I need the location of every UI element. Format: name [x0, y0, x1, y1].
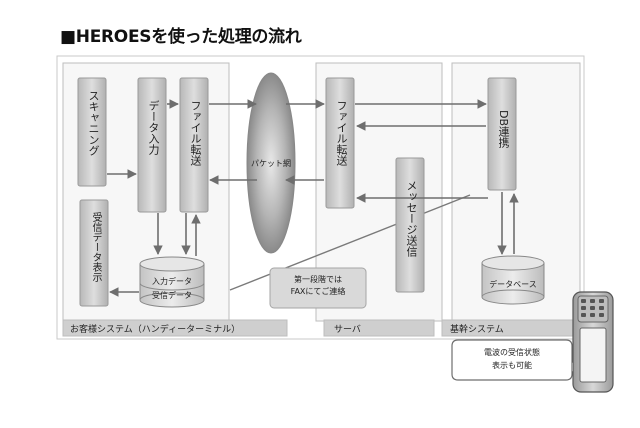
packet-network-ellipse [246, 72, 296, 254]
core-system-label: 基幹システム [450, 325, 504, 335]
message-send-label: メッセージ送信 [405, 180, 418, 257]
received-data-display-box [79, 199, 109, 307]
page-title: ■HEROESを使った処理の流れ [60, 27, 302, 47]
handheld-terminal-icon [572, 291, 614, 393]
scanning-label: スキャニング [87, 90, 100, 156]
server-label: サーバ [334, 325, 361, 335]
callout-bubble [451, 339, 573, 381]
fax-note-box [269, 267, 367, 309]
received-data-label: 受信データ [152, 291, 192, 300]
file-transfer-client-box [179, 77, 209, 213]
client-database-cylinder [139, 256, 205, 308]
server-label-bar [323, 319, 435, 337]
db-link-label: DB連携 [497, 110, 510, 149]
packet-network-label: パケット網 [251, 159, 291, 168]
received-data-display-label: 受信データ表示 [90, 212, 101, 282]
customer-system-label: お客様システム（ハンディーターミナル） [70, 325, 241, 335]
fax-note-text: 第一段階では FAXにてご連絡 [290, 275, 346, 296]
message-send-box [395, 157, 425, 293]
file-transfer-client-label: ファイル転送 [189, 100, 202, 166]
input-data-label: 入力データ [152, 277, 192, 286]
database-label: データベース [489, 280, 537, 289]
scanning-box [77, 77, 107, 187]
data-input-label: データ入力 [147, 100, 160, 155]
data-input-box [137, 77, 167, 213]
callout-text: 電波の受信状態 表示も可能 [484, 348, 540, 370]
file-transfer-server-label: ファイル転送 [335, 100, 348, 166]
customer-system-label-bar [62, 319, 288, 337]
core-database-cylinder [481, 255, 545, 305]
db-link-box [487, 77, 517, 191]
file-transfer-server-box [325, 77, 355, 209]
